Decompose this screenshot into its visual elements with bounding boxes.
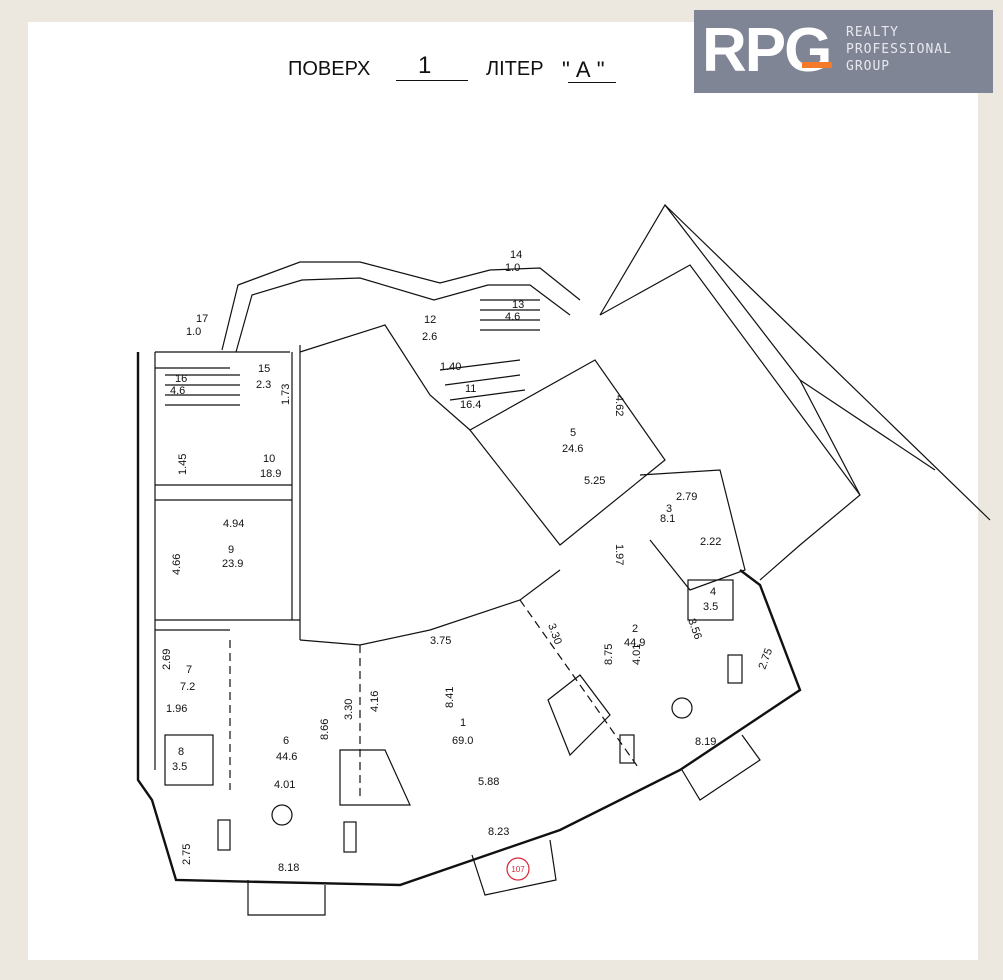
room-5-area: 24.6 [562,443,583,455]
dim-269: 2.69 [161,649,173,670]
room-4-area: 3.5 [703,601,718,613]
room-7-area: 7.2 [180,681,195,693]
room-1-num: 1 [460,717,466,729]
dim-375: 3.75 [430,635,451,647]
dim-525: 5.25 [584,475,605,487]
room-2-num: 2 [632,623,638,635]
room-16-num: 16 [175,373,187,385]
dim-401b: 4.01 [274,779,295,791]
dim-145: 1.45 [177,454,189,475]
room-17-area: 1.0 [186,326,201,338]
marker-circle [506,857,530,881]
marker-text: 107 [511,865,525,874]
dim-823: 8.23 [488,826,509,838]
floor-underline [396,80,468,81]
room-6-area: 44.6 [276,751,297,763]
room-15-area: 2.3 [256,379,271,391]
dim-279: 2.79 [676,491,697,503]
room-14-area: 1.0 [505,262,520,274]
floor-word: ПОВЕРХ [288,58,371,80]
room-12-num: 12 [424,314,436,326]
dimension-labels: 4.94 4.66 1.45 1.73 1.40 4.62 5.25 2.79 … [161,361,775,874]
dim-841: 8.41 [444,687,456,708]
room-6-num: 6 [283,735,289,747]
dim-494: 4.94 [223,518,244,530]
room-5-num: 5 [570,427,576,439]
room-7-num: 7 [186,664,192,676]
dim-466: 4.66 [171,554,183,575]
walls [136,203,991,916]
room-2-area: 44.9 [624,637,645,649]
dim-819: 8.19 [695,736,716,748]
room-14-num: 14 [510,249,522,261]
room-1-area: 69.0 [452,735,473,747]
room-8-area: 3.5 [172,761,187,773]
letter-underline [568,82,616,83]
floor-number: 1 [418,52,432,79]
logo-line2: PROFESSIONAL [846,42,952,57]
dim-275r: 2.75 [757,647,776,671]
plan-sheet [28,22,978,960]
room-4-num: 4 [710,586,716,598]
room-16-area: 4.6 [170,385,185,397]
rpg-logo: RPG REALTY PROFESSIONAL GROUP [694,10,993,93]
room-11-num: 11 [465,383,476,395]
dim-196: 1.96 [166,703,187,715]
room-8-num: 8 [178,746,184,758]
room-3-area: 8.1 [660,513,675,525]
room-3-num: 3 [666,503,672,515]
logo-line1: REALTY [846,25,899,40]
room-10-area: 18.9 [260,468,281,480]
room-9-num: 9 [228,544,234,556]
plan-title: ПОВЕРХ 1 ЛІТЕР " А " [0,52,1003,92]
room-11-area: 16.4 [460,399,481,411]
dim-173: 1.73 [280,384,292,405]
logo-mark: RPG [702,16,832,85]
letter-value: " А " [562,57,605,82]
room-13-area: 4.6 [505,311,520,323]
dim-875: 8.75 [603,644,615,665]
dim-275l: 2.75 [181,844,193,865]
dim-416: 4.16 [369,691,381,712]
room-10-num: 10 [263,453,275,465]
logo-accent [802,62,832,68]
room-12-area: 2.6 [422,331,437,343]
logo-line3: GROUP [846,59,891,74]
marker-107: 107 [506,857,530,881]
room-labels: 1 69.0 2 44.9 3 8.1 5 24.6 6 44.6 7 7.2 … [170,249,718,773]
dim-330a: 3.30 [545,622,564,646]
dim-140: 1.40 [440,361,461,373]
room-15-num: 15 [258,363,270,375]
dim-401a: 4.01 [631,644,643,665]
dim-222: 2.22 [700,536,721,548]
dim-866: 8.66 [319,719,331,740]
dim-462: 4.62 [613,395,625,416]
dim-197: 1.97 [613,544,625,565]
letter-word: ЛІТЕР [486,58,544,80]
dim-818: 8.18 [278,862,299,874]
room-9-area: 23.9 [222,558,243,570]
dim-588: 5.88 [478,776,499,788]
room-17-num: 17 [196,313,208,325]
dim-330b: 3.30 [343,699,355,720]
room-13-num: 13 [512,299,524,311]
